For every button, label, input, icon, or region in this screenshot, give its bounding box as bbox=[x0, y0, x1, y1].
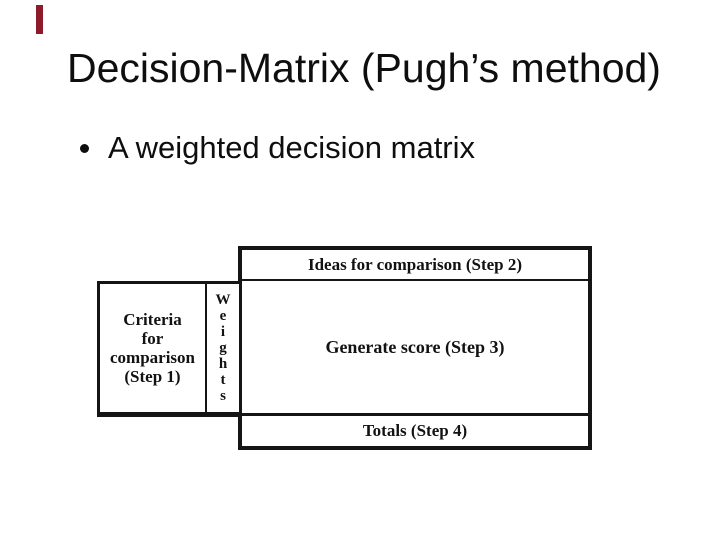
totals-row: Totals (Step 4) bbox=[242, 413, 588, 446]
totals-label: Totals (Step 4) bbox=[362, 421, 468, 440]
bullet-text: A weighted decision matrix bbox=[108, 130, 476, 165]
weights-letter: h bbox=[218, 356, 228, 372]
criteria-line: (Step 1) bbox=[124, 367, 181, 386]
criteria-weights-box: Criteria for comparison (Step 1) W e i g… bbox=[97, 281, 242, 417]
weights-letter: W bbox=[215, 292, 231, 308]
bullet-item: A weighted decision matrix bbox=[80, 129, 475, 166]
weights-letter: e bbox=[219, 308, 227, 324]
criteria-cell: Criteria for comparison (Step 1) bbox=[100, 284, 205, 412]
weights-letter: t bbox=[220, 372, 226, 388]
ideas-row: Ideas for comparison (Step 2) bbox=[242, 250, 588, 281]
criteria-line: for bbox=[141, 329, 164, 348]
red-bookmark-ribbon bbox=[36, 5, 43, 34]
weights-letter: i bbox=[220, 324, 226, 340]
ideas-label: Ideas for comparison (Step 2) bbox=[307, 254, 523, 274]
weights-letter: s bbox=[220, 388, 226, 404]
matrix-outer-box: Ideas for comparison (Step 2) Generate s… bbox=[238, 246, 592, 450]
weights-letter: g bbox=[219, 340, 227, 356]
slide-title: Decision-Matrix (Pugh’s method) bbox=[67, 45, 661, 91]
decision-matrix-diagram: Ideas for comparison (Step 2) Generate s… bbox=[97, 246, 597, 452]
criteria-line: comparison bbox=[110, 348, 195, 367]
weights-column: W e i g h t s bbox=[205, 284, 239, 412]
criteria-line: Criteria bbox=[123, 310, 182, 329]
generate-score-row: Generate score (Step 3) bbox=[242, 281, 588, 413]
generate-score-label: Generate score (Step 3) bbox=[325, 336, 505, 357]
bullet-icon bbox=[80, 144, 89, 153]
